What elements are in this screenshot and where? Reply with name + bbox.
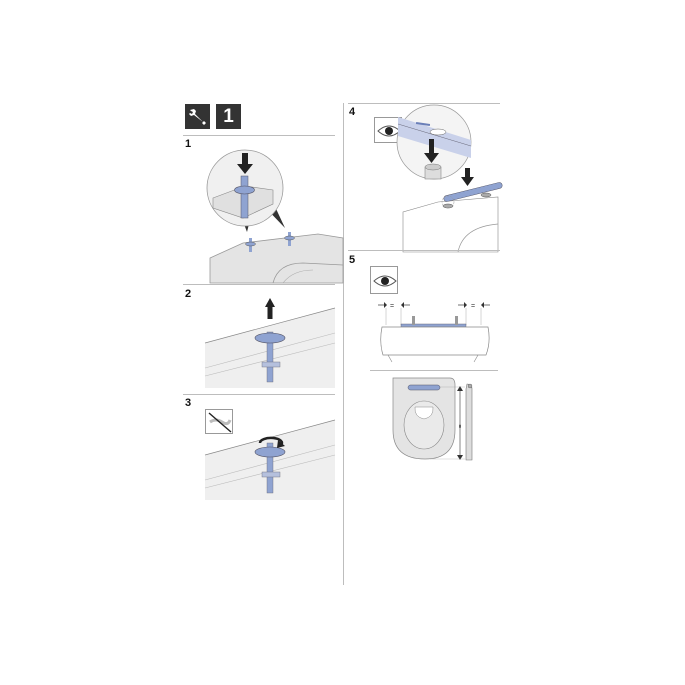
header-divider [183, 135, 335, 136]
arrow-up-icon [265, 298, 275, 319]
step-5-front-view: = = [378, 302, 490, 363]
arrow-down-icon [237, 153, 253, 174]
bolt-left-icon [245, 238, 256, 252]
svg-text:=: = [471, 303, 475, 310]
svg-text:=: = [390, 303, 394, 310]
column-divider [343, 103, 344, 585]
bolt-right-icon [284, 232, 295, 246]
step-1-illustration [206, 149, 344, 284]
arrow-down-icon [461, 168, 474, 186]
step-1-number: 1 [185, 138, 192, 150]
count-badge: 1 [216, 104, 241, 129]
dimension-left: = [378, 302, 410, 325]
eye-icon [373, 275, 397, 287]
step-5-top-view: = [392, 377, 473, 461]
step-4-illustration [396, 104, 503, 253]
step-3-number: 3 [185, 397, 192, 409]
wrench-icon [189, 109, 206, 125]
step-1-divider [183, 284, 335, 285]
eye-box-5 [370, 266, 398, 294]
tool-badge [185, 104, 210, 129]
step-2-illustration [204, 298, 336, 388]
step-3-illustration [204, 419, 336, 500]
step-5-inner-divider [370, 370, 498, 371]
step-2-divider [183, 394, 335, 395]
step-4-number: 4 [349, 106, 356, 118]
no-tool-box [205, 409, 233, 434]
step-4-top-divider [348, 103, 500, 104]
step-5-number: 5 [349, 254, 356, 266]
height-dimension: = [430, 386, 465, 460]
dimension-right: = [458, 302, 490, 325]
no-tool-icon [208, 412, 232, 433]
rotate-icon [258, 436, 285, 448]
step-4-divider [348, 250, 500, 251]
svg-text:=: = [458, 424, 464, 428]
step-2-number: 2 [185, 288, 192, 300]
count-badge-label: 1 [223, 105, 234, 127]
